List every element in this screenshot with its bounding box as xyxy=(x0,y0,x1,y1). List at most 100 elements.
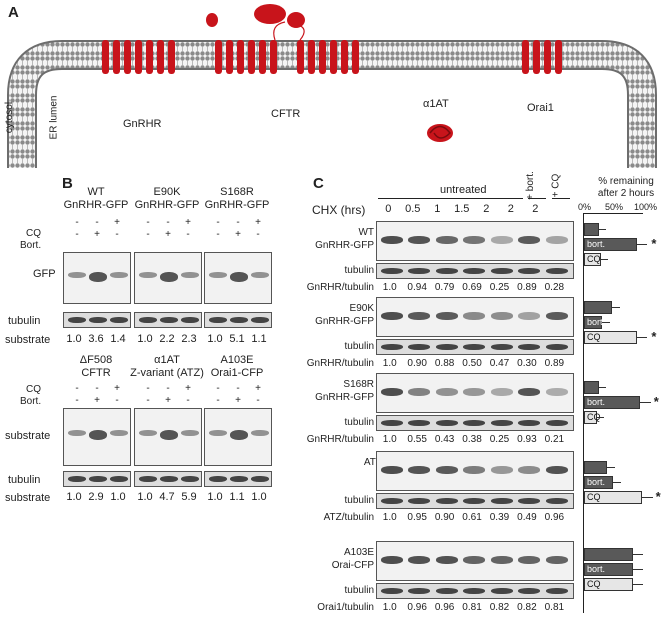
tubulin-band xyxy=(408,420,431,426)
bar-label-bort: bort. xyxy=(587,477,606,487)
tubulin-blot xyxy=(376,263,574,279)
chase-band xyxy=(381,556,403,564)
tubulin-band xyxy=(545,268,568,274)
tubulin-blot xyxy=(376,415,574,431)
bar-label-cq: CQ xyxy=(587,492,601,502)
tubulin-blot xyxy=(63,312,131,328)
error-bar xyxy=(633,569,644,570)
quant-value: 1.0 xyxy=(137,491,153,503)
ratio-value: 0.21 xyxy=(544,434,565,445)
a1at-protein xyxy=(427,124,453,142)
panel-c-label: C xyxy=(313,175,324,192)
cq-sign: + xyxy=(185,217,191,228)
error-bar xyxy=(612,307,621,308)
tubulin-band xyxy=(435,420,458,426)
ratio-value: 0.25 xyxy=(489,282,510,293)
error-bar xyxy=(596,417,604,418)
error-bar xyxy=(639,402,651,403)
tubulin-label-b-bottom: tubulin xyxy=(8,474,41,486)
chase-band xyxy=(518,312,541,320)
axis-tick-100: 100% xyxy=(634,202,658,212)
bort-signs: -+- xyxy=(67,229,127,240)
cq-sign: - xyxy=(166,217,170,228)
chase-band xyxy=(545,466,568,474)
bort-sign: + xyxy=(235,395,241,406)
orai1-protein xyxy=(522,40,562,74)
ratio-label: GnRHR/tubulin xyxy=(306,282,374,293)
tubulin-band xyxy=(545,588,568,594)
construct-tag: GnRHR-GFP xyxy=(315,240,374,251)
chase-band xyxy=(435,388,458,396)
tubulin-label-b-top: tubulin xyxy=(8,315,41,327)
error-bar xyxy=(599,387,606,388)
chase-blot xyxy=(376,297,574,337)
panel-b-label: B xyxy=(62,175,73,192)
tubulin-band xyxy=(230,317,248,323)
tubulin-blot xyxy=(376,583,574,599)
blot-band xyxy=(209,430,227,437)
ratio-value: 0.25 xyxy=(489,434,510,445)
chase-band xyxy=(381,388,403,396)
error-bar xyxy=(633,554,644,555)
chase-band xyxy=(490,556,513,564)
tubulin-label: tubulin xyxy=(344,495,374,506)
tubulin-band xyxy=(490,420,513,426)
blot-title-line2: Orai1-CFP xyxy=(210,367,264,379)
tubulin-band xyxy=(518,420,541,426)
chase-band xyxy=(490,466,513,474)
tubulin-band xyxy=(518,344,541,350)
ratio-value: 0.43 xyxy=(434,434,455,445)
tubulin-band xyxy=(518,268,541,274)
tubulin-band xyxy=(408,588,431,594)
ratio-value: 0.82 xyxy=(517,602,537,613)
membrane-illustration xyxy=(7,4,657,168)
construct-name: S168R xyxy=(343,379,374,390)
tubulin-band xyxy=(68,476,86,482)
blot-band xyxy=(139,430,157,437)
blot-title-line1: α1AT xyxy=(154,354,180,366)
er-lumen-label: ER lumen xyxy=(48,95,60,140)
cq-sign: + xyxy=(114,217,120,228)
bar-wt-bort xyxy=(584,238,638,251)
bar-label-bort: bort. xyxy=(587,239,606,249)
quant-value: 1.1 xyxy=(229,491,245,503)
blot-title-line2: GnRHR-GFP xyxy=(134,199,200,211)
tubulin-blot xyxy=(204,471,272,487)
construct-name: E90K xyxy=(349,303,374,314)
ratio-value: 0.47 xyxy=(489,358,510,369)
cq-label-bottom: CQ xyxy=(26,384,41,395)
ratio-label: GnRHR/tubulin xyxy=(306,358,374,369)
bort-label-bottom: Bort. xyxy=(20,396,42,407)
bar-axis-vertical xyxy=(583,213,584,613)
blot-title-line1: WT xyxy=(87,186,105,198)
tubulin-band xyxy=(209,317,227,323)
chase-band xyxy=(545,388,568,396)
blot-title-line1: A103E xyxy=(220,354,254,366)
blot-band xyxy=(89,430,107,441)
cq-sign: + xyxy=(255,383,261,394)
quant-value: 1.0 xyxy=(66,491,82,503)
error-bar xyxy=(637,337,648,338)
cytosol-label: cytosol xyxy=(4,101,16,134)
tubulin-label: tubulin xyxy=(344,341,374,352)
panel-a-label: A xyxy=(8,4,19,21)
chase-band xyxy=(435,556,458,564)
bar-atz-bort xyxy=(584,476,614,489)
tubulin-blot xyxy=(134,471,202,487)
tubulin-band xyxy=(490,498,513,504)
ratio-label: Orai1/tubulin xyxy=(317,602,374,613)
bar-s168r-bort xyxy=(584,396,640,409)
chase-band xyxy=(545,312,568,320)
construct-tag: Orai-CFP xyxy=(331,560,374,571)
bort-signs: -+- xyxy=(208,229,268,240)
blot-band xyxy=(110,430,128,437)
tubulin-band xyxy=(181,476,199,482)
tubulin-band xyxy=(209,476,227,482)
tubulin-band xyxy=(545,420,568,426)
bar-a103e-bort xyxy=(584,563,634,576)
chase-band xyxy=(435,466,458,474)
